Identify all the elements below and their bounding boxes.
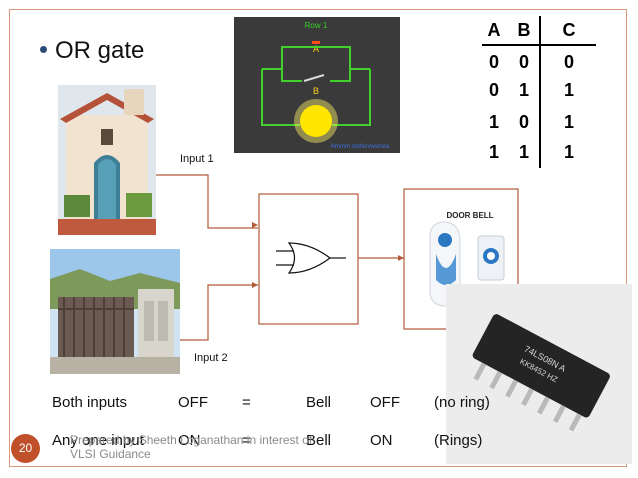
statement-1-col2: OFF (178, 394, 208, 411)
house-door-image (58, 85, 156, 235)
truth-cell: 1 (488, 142, 499, 162)
input-1-label: Input 1 (180, 153, 214, 165)
truth-cell: 0 (488, 52, 499, 72)
truth-cell: 0 (518, 52, 529, 72)
truth-header-a: A (487, 20, 501, 40)
circuit-watermark: Hmmm dotNovwsmea (330, 144, 390, 150)
statement-2-col6: (Rings) (434, 432, 483, 449)
slide-frame (9, 9, 627, 467)
truth-cell: 1 (563, 80, 574, 100)
truth-cell: 1 (563, 142, 574, 162)
statement-1-col6: (no ring) (434, 394, 490, 411)
statement-1-col5: OFF (370, 394, 400, 411)
gate-image (50, 249, 180, 374)
bullet-icon (40, 46, 47, 53)
circuit-row-label: Row 1 (305, 21, 328, 30)
truth-cell: 1 (488, 112, 499, 132)
truth-cell: 0 (488, 80, 499, 100)
input-2-label: Input 2 (194, 352, 228, 364)
truth-cell: 1 (563, 112, 574, 132)
doorbell-label: DOOR BELL (446, 211, 493, 220)
statement-1-col1: Both inputs (52, 394, 128, 411)
footer-line-1: Prepared by Sheeth Loganathan in interes… (70, 433, 313, 447)
statement-2-col4: Bell (306, 432, 332, 449)
ic-chip-image: 74LS08N A KK8452 HZ (446, 284, 632, 464)
lit-bulb-icon (300, 105, 332, 137)
truth-cell: 1 (518, 80, 529, 100)
circuit-animation: Row 1 A B Hmmm dotNovwsmea (234, 17, 400, 153)
statement-2-col5: ON (370, 432, 393, 449)
switch-b-label: B (313, 86, 319, 96)
footer-line-2: VLSI Guidance (70, 447, 151, 461)
or-gate-symbol-icon (276, 242, 346, 274)
truth-table: A B C 0 0 0 0 1 1 1 0 1 1 1 1 (478, 16, 598, 168)
switch-a-label: A (313, 44, 319, 54)
statement-1-col4: Bell (306, 394, 332, 411)
truth-header-b: B (517, 20, 531, 40)
statement-2-col3: = (242, 432, 251, 449)
slide-title: OR gate (55, 37, 145, 64)
truth-cell: 0 (518, 112, 529, 132)
truth-header-c: C (562, 20, 576, 40)
statement-2-col2: ON (178, 432, 201, 449)
statement-2-col1: Any one input (52, 432, 144, 449)
truth-cell: 1 (518, 142, 529, 162)
truth-cell: 0 (563, 52, 574, 72)
statement-1-col3: = (242, 394, 251, 411)
page-number-badge: 20 (11, 434, 40, 463)
